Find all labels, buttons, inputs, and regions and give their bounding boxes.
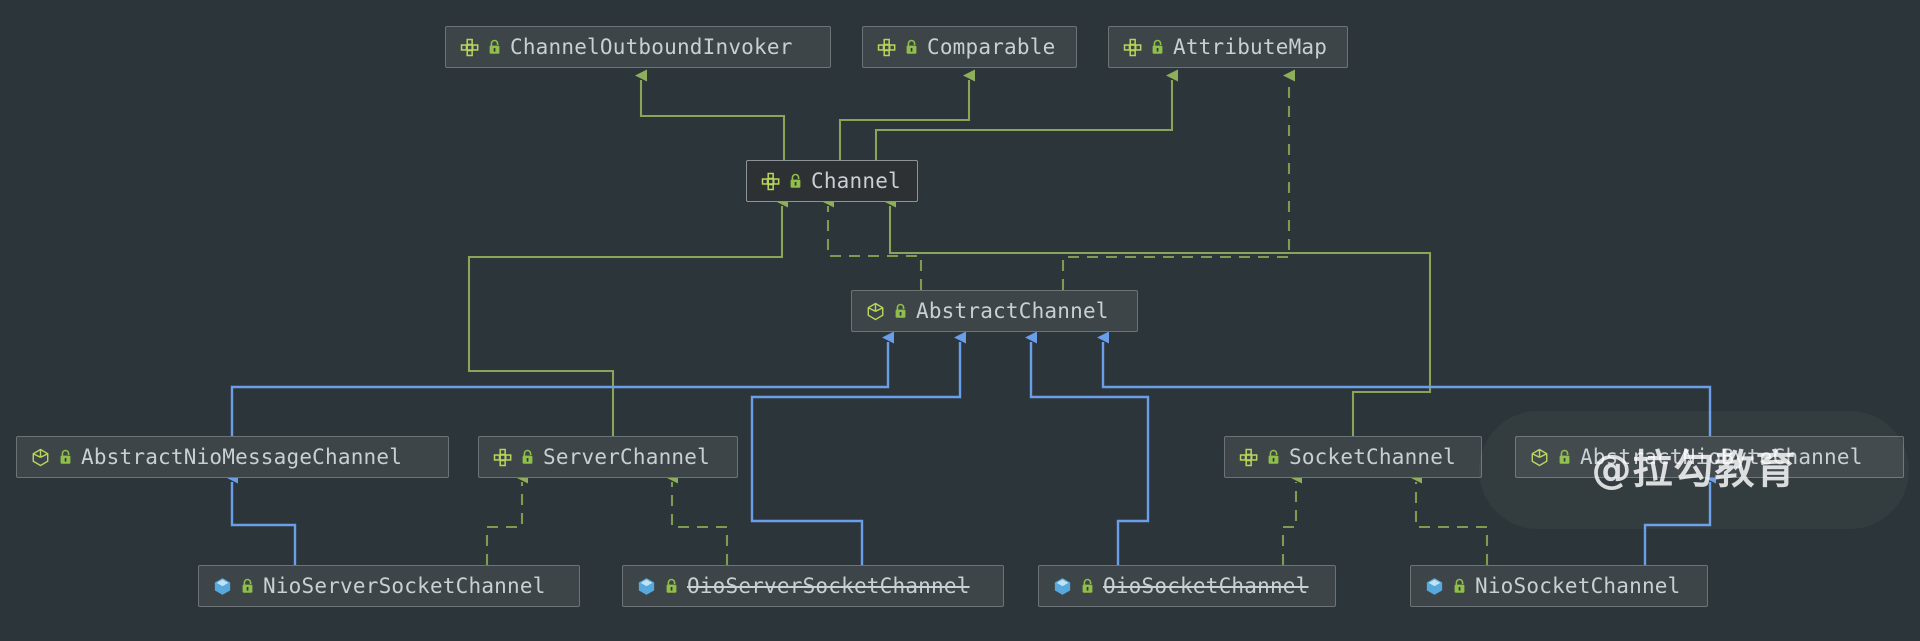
lock-icon	[521, 449, 534, 465]
class-icon	[213, 577, 232, 596]
class-node-label: AbstractNioMessageChannel	[81, 444, 403, 469]
lock-icon	[1558, 449, 1571, 465]
class-node-server-channel[interactable]: ServerChannel	[478, 436, 738, 478]
class-node-label: AttributeMap	[1173, 34, 1328, 59]
lock-icon	[1151, 39, 1164, 55]
class-node-nio-server-socket-channel[interactable]: NioServerSocketChannel	[198, 565, 580, 607]
interface-icon	[460, 38, 479, 57]
class-icon	[637, 577, 656, 596]
class-node-nio-socket-channel[interactable]: NioSocketChannel	[1410, 565, 1708, 607]
abstract-class-icon	[31, 448, 50, 467]
interface-icon	[877, 38, 896, 57]
class-icon	[1053, 577, 1072, 596]
class-node-label: AbstractChannel	[916, 298, 1109, 323]
lock-icon	[241, 578, 254, 594]
lock-icon	[1267, 449, 1280, 465]
class-node-oio-server-socket-channel[interactable]: OioServerSocketChannel	[622, 565, 1004, 607]
class-node-label: OioSocketChannel	[1103, 573, 1309, 598]
class-node-label: OioServerSocketChannel	[687, 573, 970, 598]
lock-icon	[905, 39, 918, 55]
class-node-channel[interactable]: Channel	[746, 160, 918, 202]
lock-icon	[488, 39, 501, 55]
lock-icon	[894, 303, 907, 319]
abstract-class-icon	[866, 302, 885, 321]
lock-icon	[665, 578, 678, 594]
class-node-attribute-map[interactable]: AttributeMap	[1108, 26, 1348, 68]
class-node-socket-channel[interactable]: SocketChannel	[1224, 436, 1482, 478]
class-node-abstract-nio-byte-channel[interactable]: AbstractNioByteChannel	[1515, 436, 1904, 478]
class-node-label: Channel	[811, 168, 901, 193]
class-node-abstract-channel[interactable]: AbstractChannel	[851, 290, 1138, 332]
class-node-label: NioServerSocketChannel	[263, 573, 546, 598]
class-node-label: Comparable	[927, 34, 1056, 59]
lock-icon	[59, 449, 72, 465]
class-node-label: AbstractNioByteChannel	[1580, 444, 1863, 469]
lock-icon	[1453, 578, 1466, 594]
class-node-abstract-nio-message-channel[interactable]: AbstractNioMessageChannel	[16, 436, 449, 478]
interface-icon	[493, 448, 512, 467]
interface-icon	[761, 172, 780, 191]
interface-icon	[1123, 38, 1142, 57]
class-icon	[1425, 577, 1444, 596]
class-node-label: ChannelOutboundInvoker	[510, 34, 793, 59]
class-node-label: NioSocketChannel	[1475, 573, 1681, 598]
abstract-class-icon	[1530, 448, 1549, 467]
interface-icon	[1239, 448, 1258, 467]
class-node-oio-socket-channel[interactable]: OioSocketChannel	[1038, 565, 1336, 607]
class-node-channel-outbound-invoker[interactable]: ChannelOutboundInvoker	[445, 26, 831, 68]
lock-icon	[789, 173, 802, 189]
class-node-label: SocketChannel	[1289, 444, 1456, 469]
lock-icon	[1081, 578, 1094, 594]
class-node-comparable[interactable]: Comparable	[862, 26, 1077, 68]
class-node-label: ServerChannel	[543, 444, 710, 469]
